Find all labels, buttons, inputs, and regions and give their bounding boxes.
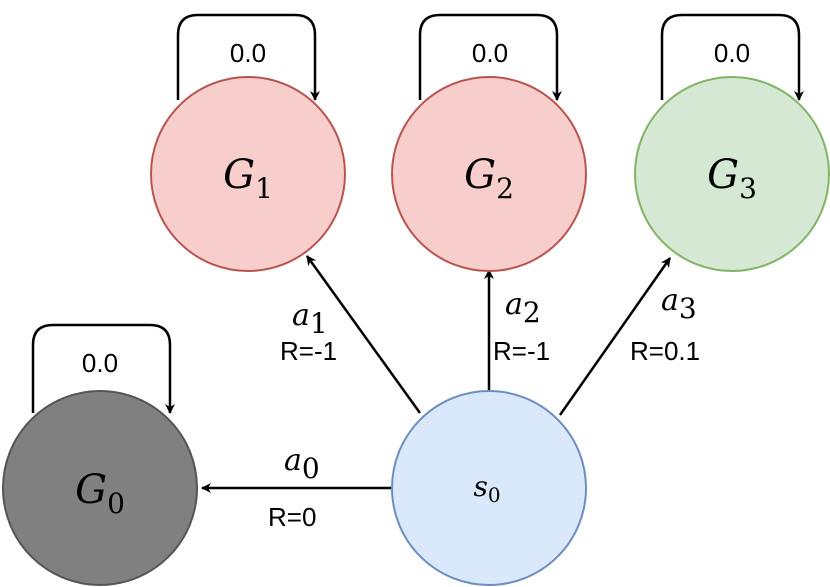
- state-g0: G0: [2, 390, 198, 586]
- reward-label-a3: R=0.1: [630, 336, 700, 366]
- state-label-g0: G0: [75, 467, 125, 520]
- edge-a2: a2 R=-1: [484, 269, 550, 390]
- state-g1: G1: [150, 76, 346, 272]
- edge-label-a1: a1: [292, 298, 328, 340]
- self-loop-label-g3: 0.0: [714, 38, 750, 68]
- self-loop-g0: 0.0: [31, 323, 175, 414]
- self-loop-label-g0: 0.0: [82, 348, 118, 378]
- edge-label-a2: a2: [505, 287, 541, 329]
- state-label-s0: s0: [473, 470, 500, 507]
- state-g3: G3: [634, 76, 830, 272]
- self-loop-label-g1: 0.0: [230, 38, 266, 68]
- self-loop-g3: 0.0: [660, 13, 804, 101]
- reward-label-a0: R=0: [268, 502, 316, 532]
- state-g2: G2: [391, 76, 587, 272]
- self-loop-g1: 0.0: [176, 13, 320, 101]
- self-loop-g2: 0.0: [418, 13, 562, 101]
- edge-a1: a1 R=-1: [280, 255, 422, 414]
- edge-label-a0: a0: [284, 443, 320, 485]
- reward-label-a2: R=-1: [493, 336, 550, 366]
- edge-a3: a3 R=0.1: [558, 257, 700, 416]
- state-label-g3: G3: [707, 152, 757, 205]
- self-loop-label-g2: 0.0: [472, 38, 508, 68]
- state-label-g2: G2: [464, 152, 514, 205]
- state-s0: s0: [391, 390, 587, 586]
- reward-label-a1: R=-1: [280, 336, 337, 366]
- edge-label-a3: a3: [661, 283, 697, 325]
- state-label-g1: G1: [223, 152, 273, 205]
- edge-a0: a0 R=0: [201, 443, 391, 532]
